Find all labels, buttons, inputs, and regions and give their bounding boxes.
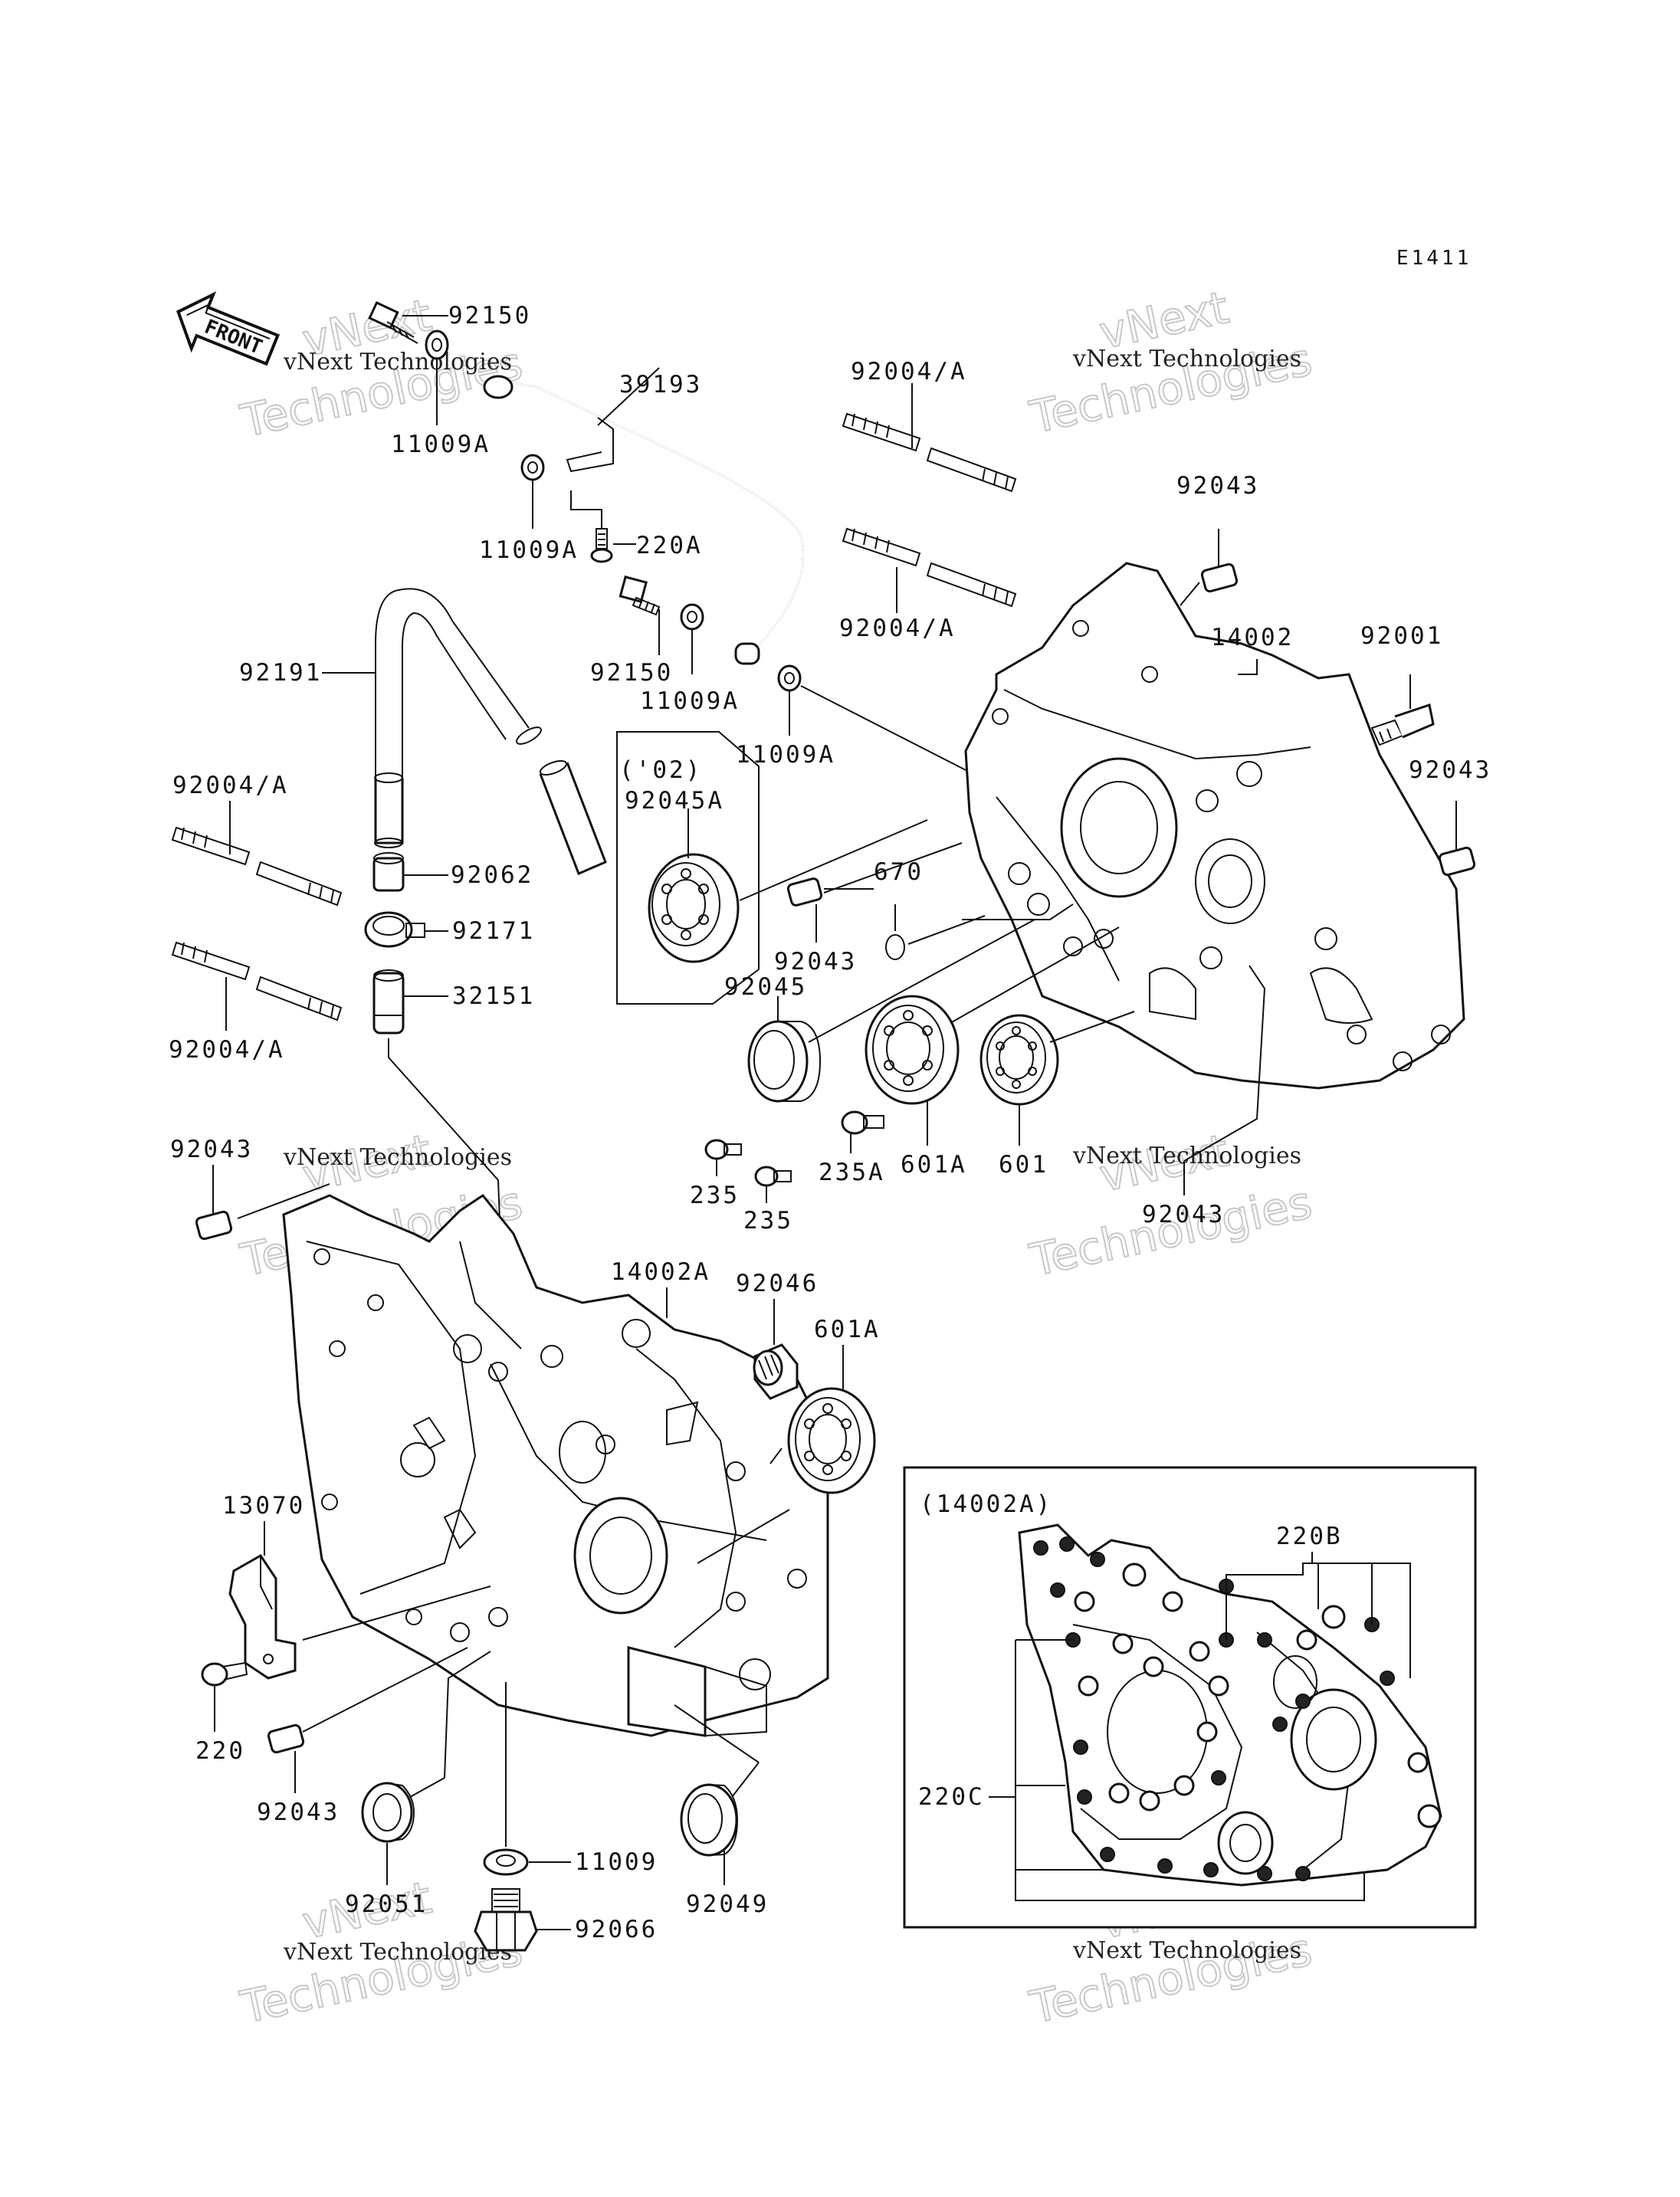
washer — [520, 454, 545, 481]
watermark-text: vNext Technologies — [1072, 1937, 1301, 1964]
oil-pipe-assembly — [368, 301, 974, 775]
label-14002A: 14002A — [611, 1258, 710, 1286]
washer — [425, 330, 449, 360]
label-601: 601 — [999, 1151, 1048, 1179]
plug-bolt — [1370, 703, 1435, 746]
oil-seal — [680, 1783, 739, 1857]
label-92171: 92171 — [452, 917, 535, 945]
label-92150: 92150 — [448, 302, 531, 330]
label-670: 670 — [874, 858, 924, 886]
group-label: ('02) — [619, 756, 702, 784]
screw — [704, 1139, 742, 1160]
label-92191: 92191 — [239, 659, 322, 687]
label-11009A: 11009A — [391, 431, 491, 458]
watermark-text: vNext Technologies — [283, 1144, 512, 1171]
pipe — [372, 972, 405, 1035]
screw — [841, 1110, 884, 1135]
label-92004A: 92004/A — [851, 358, 967, 385]
label-92004A: 92004/A — [839, 615, 956, 642]
washer — [777, 664, 802, 692]
part-labels: 92150 39193 11009A 11009A 220A 92150 110… — [169, 302, 1491, 1943]
label-92049: 92049 — [686, 1890, 769, 1918]
banjo-bolt — [619, 575, 661, 616]
label-92043: 92043 — [774, 948, 857, 976]
bearing — [648, 853, 740, 963]
screw — [590, 528, 613, 563]
label-235: 235 — [743, 1207, 793, 1235]
crankcase-left — [282, 1193, 829, 1737]
label-11009A: 11009A — [479, 536, 579, 564]
screw — [754, 1166, 792, 1187]
label-92043: 92043 — [170, 1136, 253, 1163]
watermark-text: vNext Technologies — [1072, 346, 1301, 372]
label-92004A: 92004/A — [172, 772, 289, 799]
label-92045: 92045 — [724, 973, 807, 1001]
label-92001: 92001 — [1360, 622, 1443, 650]
label-220: 220 — [195, 1737, 245, 1765]
dowel-pin — [1438, 846, 1476, 877]
watermark-text: vNext Technologies — [1072, 1143, 1301, 1169]
washer — [680, 603, 704, 631]
label-92150: 92150 — [590, 659, 673, 687]
inset-detail: (14002A) — [903, 1466, 1477, 1929]
label-92062: 92062 — [451, 861, 533, 889]
label-92066: 92066 — [575, 1916, 658, 1943]
needle-bearing — [753, 1343, 799, 1400]
label-220C: 220C — [918, 1783, 985, 1811]
label-235: 235 — [690, 1182, 740, 1209]
watermark-text: vNext Technologies — [283, 1939, 512, 1966]
label-235A: 235A — [819, 1159, 885, 1186]
front-arrow-icon: FRONT — [176, 291, 280, 366]
label-39193: 39193 — [619, 371, 702, 398]
hose-clamp — [364, 911, 425, 948]
watermark-big: Technologies — [1025, 1176, 1317, 1287]
bolt-holes — [1033, 1536, 1442, 1881]
label-601A: 601A — [814, 1316, 881, 1343]
label-220A: 220A — [636, 532, 703, 559]
label-220B: 220B — [1276, 1523, 1343, 1550]
banjo-fitting — [483, 375, 514, 399]
diagram-code: E1411 — [1396, 247, 1472, 270]
label-14002: 14002 — [1211, 624, 1294, 651]
label-92043: 92043 — [1176, 472, 1259, 500]
bearing — [787, 1387, 876, 1494]
dowel-pin — [1200, 562, 1239, 593]
studs — [171, 383, 1017, 1031]
label-11009: 11009 — [575, 1848, 658, 1876]
label-92043: 92043 — [257, 1799, 340, 1826]
label-92046: 92046 — [736, 1270, 819, 1297]
label-92043: 92043 — [1409, 756, 1491, 784]
crankcase-right — [964, 562, 1465, 1090]
label-92045A: 92045A — [625, 787, 724, 815]
chain-guide — [228, 1554, 297, 1680]
banjo-bolt — [368, 301, 418, 344]
label-11009A: 11009A — [736, 741, 835, 769]
bearing — [865, 995, 960, 1105]
bearings — [616, 731, 1266, 1203]
oil-seal — [747, 1020, 822, 1103]
dowel-pin — [195, 1210, 233, 1241]
washer — [483, 1848, 529, 1876]
screw — [201, 1661, 248, 1687]
label-11009A: 11009A — [640, 687, 740, 715]
bearing — [979, 1014, 1059, 1106]
dowel-pin — [267, 1723, 305, 1754]
label-92051: 92051 — [345, 1890, 428, 1918]
o-ring — [885, 934, 905, 960]
label-13070: 13070 — [222, 1492, 305, 1520]
label-32151: 32151 — [452, 982, 535, 1010]
dowel-pin — [786, 877, 823, 907]
inset-title: (14002A) — [920, 1490, 1052, 1518]
oil-seal — [361, 1782, 415, 1843]
banjo-fitting — [734, 642, 760, 665]
label-92043: 92043 — [1142, 1201, 1225, 1228]
label-601A: 601A — [901, 1151, 967, 1179]
drain-bolt — [474, 1888, 538, 1952]
label-92004A: 92004/A — [169, 1036, 285, 1064]
watermark-text: vNext Technologies — [283, 349, 512, 375]
